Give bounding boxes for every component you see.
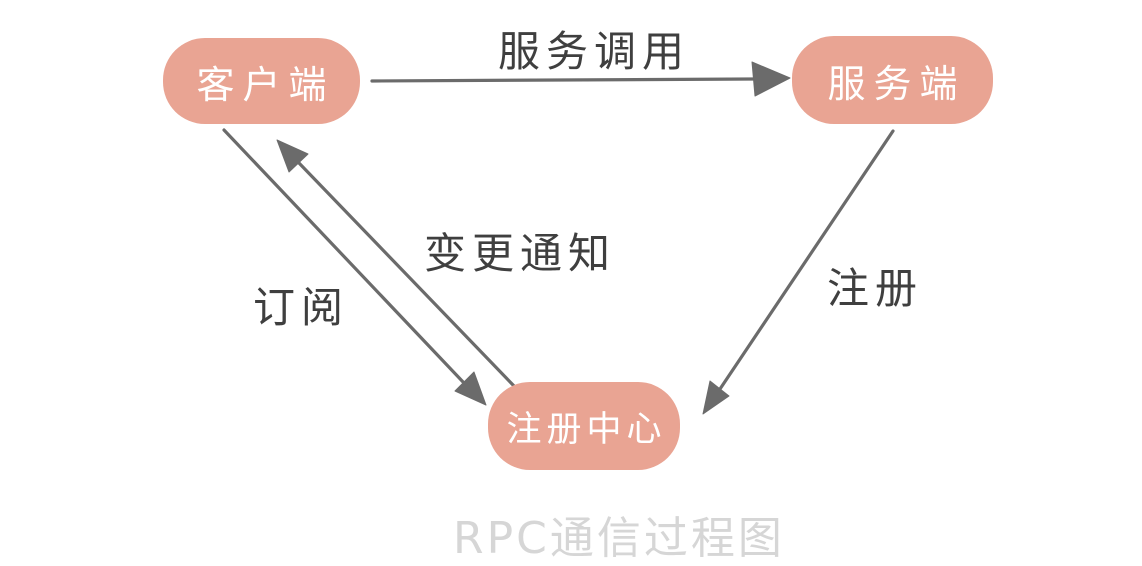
register-arrow (702, 129, 895, 415)
server-node: 服务端 (792, 36, 993, 124)
subscribe-arrow (222, 128, 487, 406)
change-notification-label: 变更通知 (424, 229, 617, 278)
diagram-title: RPC通信过程图 (453, 513, 785, 564)
service-call-arrow (370, 61, 791, 97)
change-notification-arrow (276, 139, 516, 388)
subscribe-label: 订阅 (253, 283, 350, 332)
register-label: 注册 (827, 264, 924, 313)
client-node: 客户端 (163, 38, 360, 124)
service-call-label: 服务调用 (498, 27, 691, 76)
registry-center-node: 注册中心 (488, 382, 680, 470)
